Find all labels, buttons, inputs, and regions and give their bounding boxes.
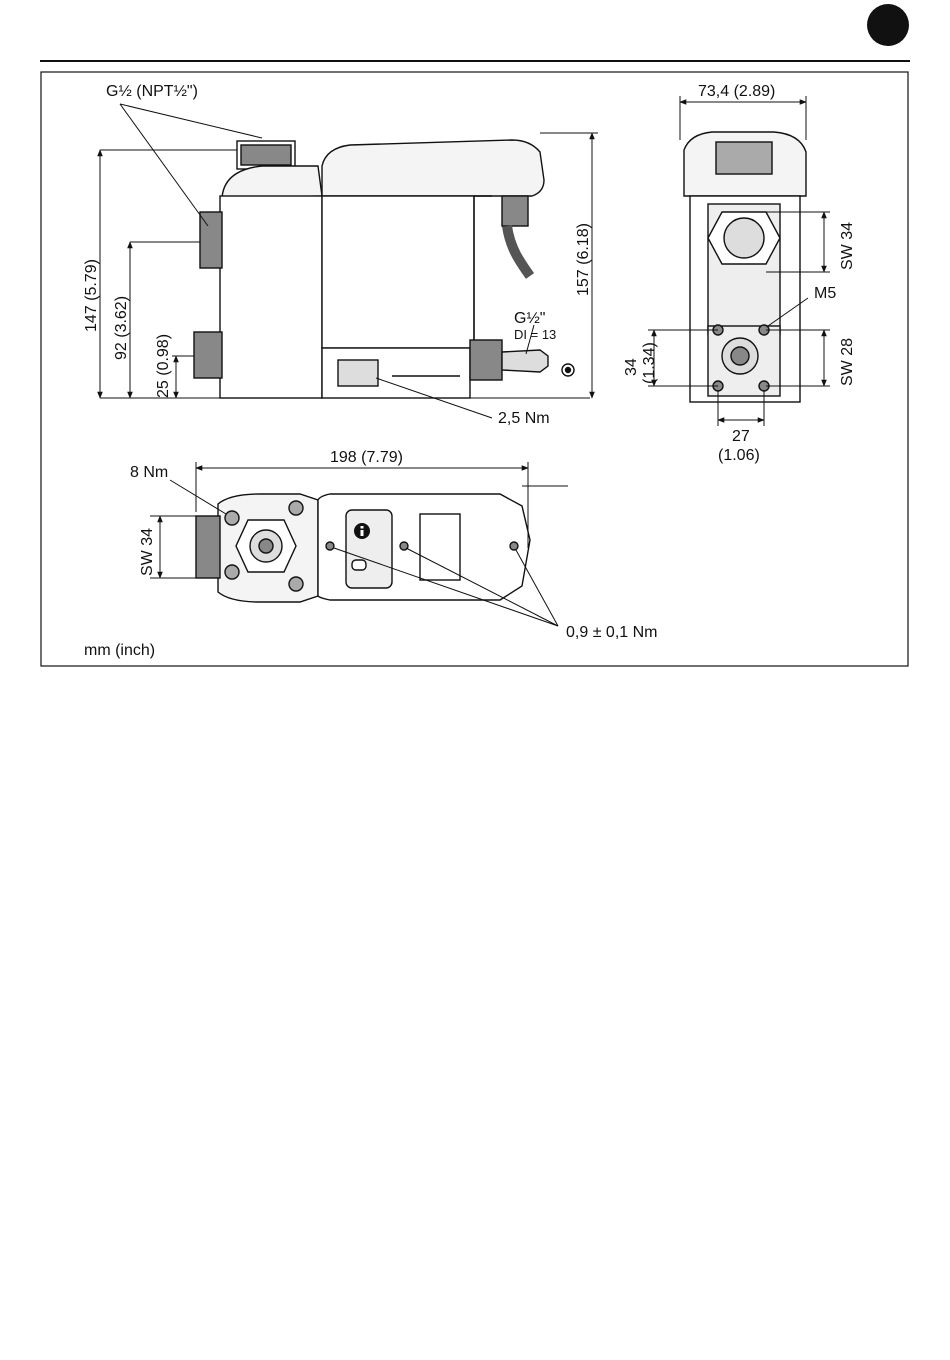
dim-outlet-di: DI = 13 — [514, 327, 556, 342]
dim-torque-screws: 0,9 ± 0,1 Nm — [566, 624, 657, 641]
dim-hole-spacing-v-in: (1.34) — [641, 342, 658, 384]
dim-hole-spacing-h-mm: 27 — [732, 428, 750, 445]
dim-height-side: 25 (0.98) — [155, 334, 172, 398]
dim-outlet-thread: G½" — [514, 310, 545, 327]
dim-sw-top: SW 34 — [139, 528, 156, 576]
dim-height-inlet: 92 (3.62) — [113, 296, 130, 360]
dim-height-overall: 157 (6.18) — [575, 223, 592, 296]
side-view — [194, 140, 574, 398]
page-badge — [867, 4, 909, 46]
dim-hole-spacing-h-in: (1.06) — [718, 447, 760, 464]
dim-inlet-thread: G½ (NPT½") — [106, 83, 198, 100]
dim-torque-outlet: 2,5 Nm — [498, 410, 550, 427]
dim-sw-upper: SW 34 — [839, 222, 856, 270]
units-note: mm (inch) — [84, 642, 155, 659]
info-icon — [354, 523, 370, 539]
dim-hole-spacing-v-mm: 34 — [623, 358, 640, 376]
dim-torque-bolts: 8 Nm — [130, 464, 168, 481]
dim-width-front: 73,4 (2.89) — [698, 83, 775, 100]
front-view — [684, 132, 806, 402]
dim-length-total: 198 (7.79) — [330, 449, 403, 466]
dim-thread-m5: M5 — [814, 285, 836, 302]
dim-sw-lower: SW 28 — [839, 338, 856, 386]
dim-height-total: 147 (5.79) — [83, 259, 100, 332]
